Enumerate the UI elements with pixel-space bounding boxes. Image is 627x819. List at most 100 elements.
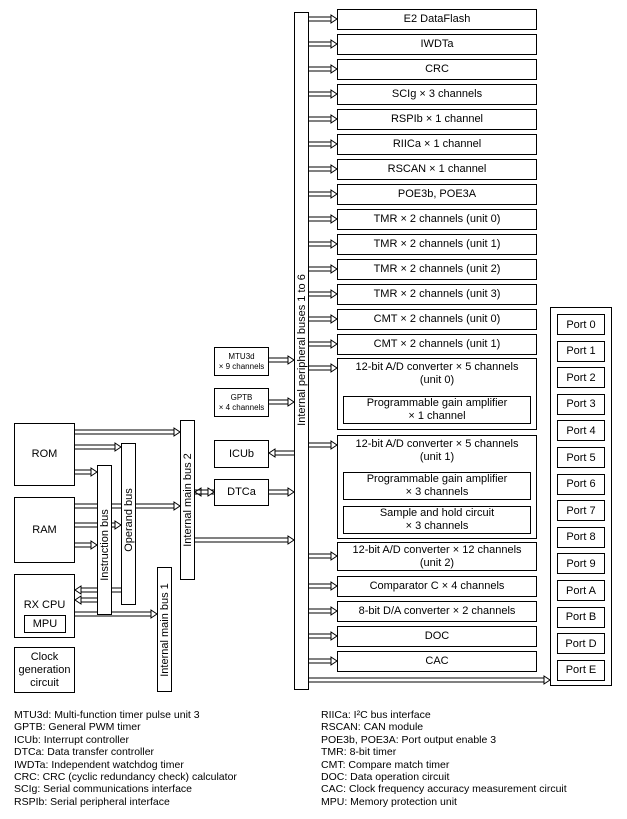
port-9: Port 9 <box>557 553 605 575</box>
peripheral-2: CRC <box>337 59 537 80</box>
bus-arrow <box>75 540 98 550</box>
bus-arrow <box>309 631 338 641</box>
ram-block: RAM <box>14 497 75 563</box>
instruction-bus-label: Instruction bus <box>99 509 111 581</box>
peripheral-7: POE3b, POE3A <box>337 184 537 205</box>
peripheral-11: TMR × 2 channels (unit 3) <box>337 284 537 305</box>
internal-peripheral-bus <box>294 12 309 690</box>
port-7: Port 7 <box>557 500 605 522</box>
legend-left: MTU3d: Multi-function timer pulse unit 3… <box>14 709 237 808</box>
legend-item: RIICa: I²C bus interface <box>321 709 431 721</box>
internal-peripheral-bus-label: Internal peripheral buses 1 to 6 <box>296 274 308 426</box>
port-11: Port B <box>557 606 605 628</box>
bus-arrow <box>268 448 294 458</box>
sample-hold-circuit: Sample and hold circuit × 3 channels <box>343 506 531 534</box>
bus-arrow <box>309 314 338 324</box>
legend-item: DOC: Data operation circuit <box>321 771 450 784</box>
bus-arrow <box>309 164 338 174</box>
internal-main-bus-2 <box>180 420 195 580</box>
port-0: Port 0 <box>557 314 605 335</box>
bus-arrow <box>309 239 338 249</box>
legend-item: CMT: Compare match timer <box>321 758 450 771</box>
rx-cpu-label: RX CPU <box>23 599 66 611</box>
bus-arrow <box>309 551 338 561</box>
bus-arrow <box>309 656 338 666</box>
internal-main-bus-1 <box>157 567 172 692</box>
adc-unit2: 12-bit A/D converter × 12 channels (unit… <box>337 542 537 571</box>
legend-item: DTCa: Data transfer controller <box>14 746 155 759</box>
bus-arrow <box>309 363 338 373</box>
peripheral-3: SCIg × 3 channels <box>337 84 537 105</box>
bus-arrow <box>309 64 338 74</box>
bus-arrow <box>195 535 295 545</box>
bus-arrow <box>309 89 338 99</box>
peripheral-12: CMT × 2 channels (unit 0) <box>337 309 537 330</box>
port-12: Port D <box>557 633 605 655</box>
bus-arrow <box>309 581 338 591</box>
mtu3d-block: MTU3d × 9 channels <box>214 347 269 376</box>
port-1: Port 1 <box>557 340 605 362</box>
bus-arrow <box>309 114 338 124</box>
bus-arrow <box>195 487 215 497</box>
bus-arrow <box>309 339 338 349</box>
icub-block: ICUb <box>214 440 269 468</box>
port-4: Port 4 <box>557 420 605 442</box>
bus-arrow <box>75 609 158 619</box>
doc: DOC <box>337 626 537 647</box>
legend-item: CRC: CRC (cyclic redundancy check) calcu… <box>14 771 237 784</box>
gptb-block: GPTB × 4 channels <box>214 388 269 417</box>
port-10: Port A <box>557 580 605 601</box>
peripheral-4: RSPIb × 1 channel <box>337 109 537 130</box>
pga-unit0: Programmable gain amplifier × 1 channel <box>343 396 531 424</box>
mpu-block: MPU <box>24 615 66 633</box>
internal-main-bus-2-label: Internal main bus 2 <box>182 453 194 547</box>
internal-main-bus-1-label: Internal main bus 1 <box>159 583 171 677</box>
dac: 8-bit D/A converter × 2 channels <box>337 601 537 622</box>
port-3: Port 3 <box>557 393 605 415</box>
adc-unit1-title: 12-bit A/D converter × 5 channels (unit … <box>355 438 519 463</box>
legend-item: POE3b, POE3A: Port output enable 3 <box>321 733 497 746</box>
instruction-bus <box>97 465 112 615</box>
bus-arrow <box>75 442 122 452</box>
peripheral-8: TMR × 2 channels (unit 0) <box>337 209 537 230</box>
bus-arrow <box>75 467 98 477</box>
bus-arrow <box>309 189 338 199</box>
port-6: Port 6 <box>557 473 605 495</box>
peripheral-1: IWDTa <box>337 34 537 55</box>
bus-arrow <box>269 487 295 497</box>
peripheral-10: TMR × 2 channels (unit 2) <box>337 259 537 280</box>
cac: CAC <box>337 651 537 672</box>
peripheral-6: RSCAN × 1 channel <box>337 159 537 180</box>
clock-generation-circuit: Clock generation circuit <box>14 647 75 693</box>
bus-arrow <box>309 214 338 224</box>
legend-item: MPU: Memory protection unit <box>321 795 457 808</box>
legend-item: IWDTa: Independent watchdog timer <box>14 758 184 771</box>
port-5: Port 5 <box>557 447 605 468</box>
legend-item: MTU3d: Multi-function timer pulse unit 3 <box>14 709 200 721</box>
comparator-c: Comparator C × 4 channels <box>337 576 537 597</box>
port-13: Port E <box>557 659 605 681</box>
legend-item: CAC: Clock frequency accuracy measuremen… <box>321 783 567 796</box>
bus-arrow <box>309 39 338 49</box>
port-group <box>550 307 612 686</box>
legend-item: SCIg: Serial communications interface <box>14 783 192 796</box>
bus-arrow <box>269 397 295 407</box>
bus-arrow <box>269 355 295 365</box>
legend-item: TMR: 8-bit timer <box>321 746 397 759</box>
peripheral-5: RIICa × 1 channel <box>337 134 537 155</box>
bus-arrow <box>309 14 338 24</box>
bus-arrow <box>309 289 338 299</box>
bus-arrow <box>309 675 551 685</box>
bus-arrow <box>309 440 338 450</box>
dtca-block: DTCa <box>214 479 269 506</box>
legend-item: RSPIb: Serial peripheral interface <box>14 795 170 808</box>
bus-arrow <box>75 427 181 437</box>
port-8: Port 8 <box>557 526 605 548</box>
legend-item: GPTB: General PWM timer <box>14 721 141 734</box>
legend-item: ICUb: Interrupt controller <box>14 733 129 746</box>
pga-unit1: Programmable gain amplifier × 3 channels <box>343 472 531 500</box>
peripheral-9: TMR × 2 channels (unit 1) <box>337 234 537 255</box>
bus-arrow <box>309 139 338 149</box>
